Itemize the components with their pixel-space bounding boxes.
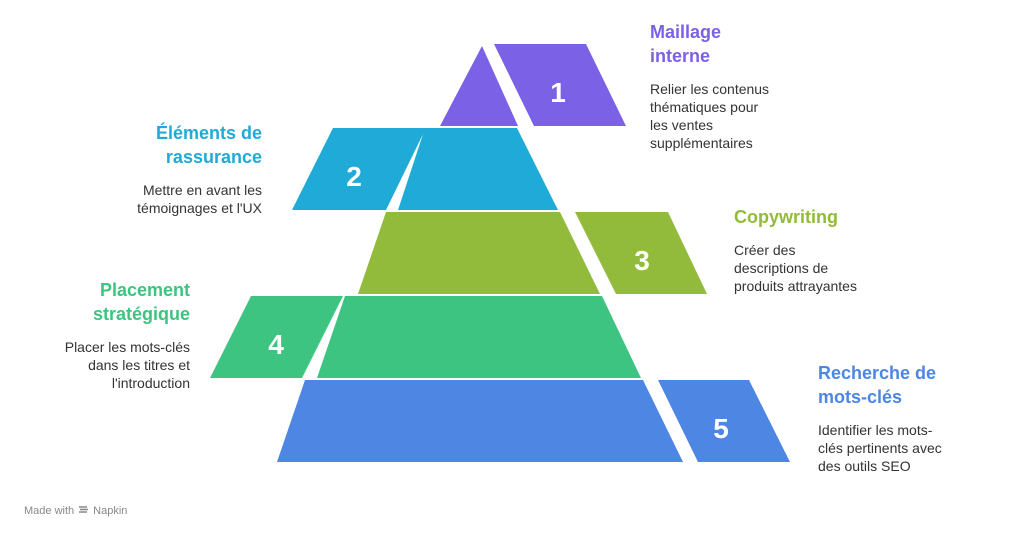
level-4-description: Placer les mots-clés dans les titres et … <box>64 339 190 391</box>
level-4-title: Placement stratégique <box>92 280 190 324</box>
number-tab-4 <box>210 296 343 378</box>
number-label-4: 4 <box>268 329 284 360</box>
level-3-title: Copywriting <box>734 207 838 227</box>
level-2-description: Mettre en avant les témoignages et l'UX <box>137 182 262 216</box>
pyramid-level-5 <box>277 380 683 462</box>
footer-prefix: Made with <box>24 505 75 517</box>
footer-brand: Napkin <box>93 505 128 517</box>
napkin-logo-icon <box>78 504 89 518</box>
made-with-napkin-footer[interactable]: Made with Napkin <box>24 504 127 518</box>
pyramid-level-3 <box>358 212 600 294</box>
number-tab-1 <box>494 44 626 126</box>
level-5-text-block: Recherche de mots-clés Identifier les mo… <box>818 361 998 475</box>
number-tab-3 <box>575 212 707 294</box>
number-label-5: 5 <box>713 413 729 444</box>
level-2-text-block: Éléments de rassurance Mettre en avant l… <box>62 121 262 217</box>
level-1-description: Relier les contenus thématiques pour les… <box>650 81 770 151</box>
number-label-2: 2 <box>346 161 362 192</box>
number-tab-2 <box>292 128 426 210</box>
level-2-title: Éléments de rassurance <box>155 123 262 167</box>
pyramid-level-4 <box>317 296 641 378</box>
level-5-description: Identifier les mots- clés pertinents ave… <box>818 422 942 474</box>
pyramid-level-2 <box>398 128 558 210</box>
level-1-title: Maillage interne <box>650 22 722 66</box>
level-1-text-block: Maillage interne Relier les contenus thé… <box>650 20 850 152</box>
level-4-text-block: Placement stratégique Placer les mots-cl… <box>0 278 190 392</box>
level-3-description: Créer des descriptions de produits attra… <box>734 242 857 294</box>
number-tab-5 <box>658 380 790 462</box>
number-label-3: 3 <box>634 245 650 276</box>
level-5-title: Recherche de mots-clés <box>818 363 937 407</box>
level-3-text-block: Copywriting Créer des descriptions de pr… <box>734 205 934 295</box>
number-label-1: 1 <box>550 77 566 108</box>
pyramid-level-1 <box>440 46 518 126</box>
